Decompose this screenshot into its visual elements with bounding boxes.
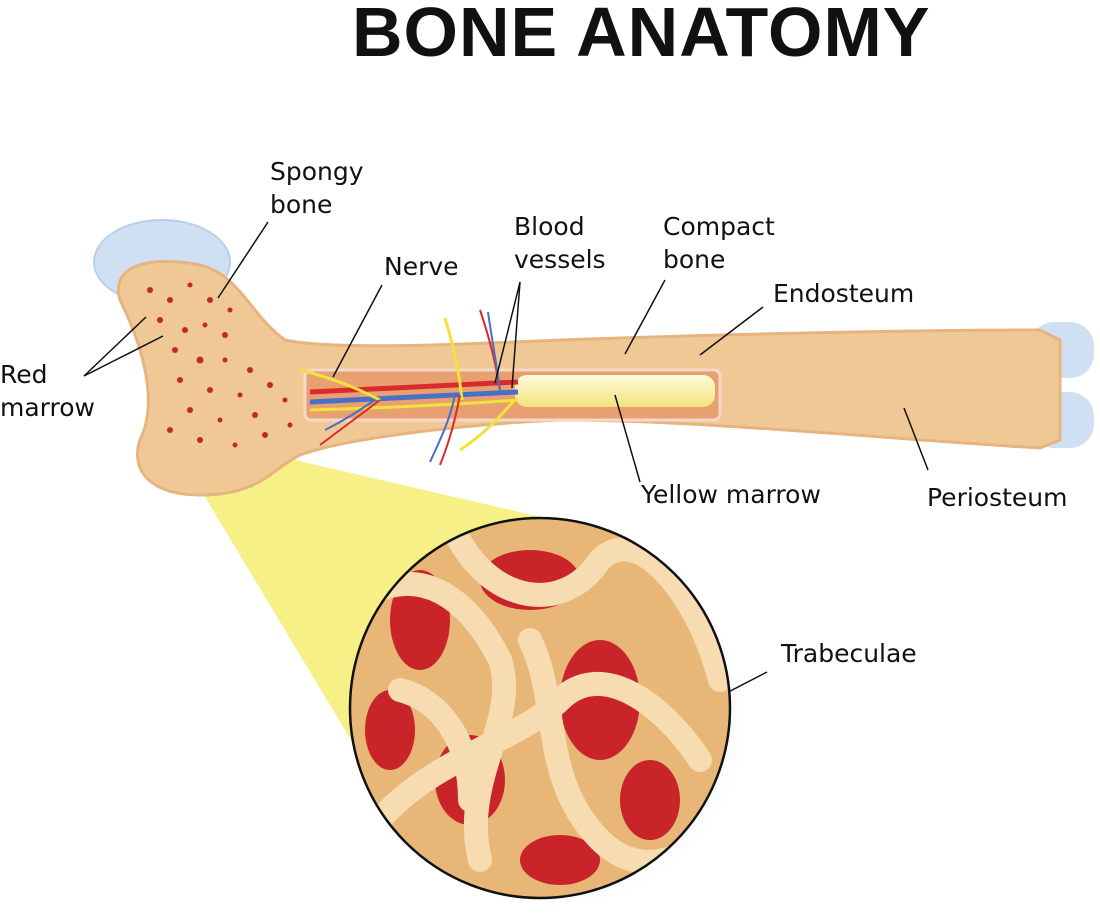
page-title: BONE ANATOMY bbox=[352, 0, 931, 71]
nerve bbox=[299, 317, 519, 452]
label-spongy-bone-line2: bone bbox=[270, 190, 333, 219]
label-red-marrow: Red marrow bbox=[0, 358, 95, 424]
red-marrow-dots bbox=[147, 282, 293, 448]
label-red-marrow-line2: marrow bbox=[0, 393, 95, 422]
label-nerve: Nerve bbox=[384, 252, 459, 281]
label-spongy-bone: Spongy bone bbox=[270, 155, 364, 221]
label-blood-vessels: Blood vessels bbox=[514, 210, 606, 276]
label-endosteum: Endosteum bbox=[773, 279, 915, 308]
label-blood-vessels-line2: vessels bbox=[514, 245, 606, 274]
label-periosteum: Periosteum bbox=[927, 483, 1068, 512]
label-trabeculae: Trabeculae bbox=[781, 639, 917, 668]
magnifier-beam bbox=[178, 438, 545, 780]
trabeculae-magnified bbox=[350, 518, 730, 898]
label-compact-bone: Compact bone bbox=[663, 210, 775, 276]
yellow-marrow-cylinder bbox=[515, 375, 715, 407]
label-blood-vessels-line1: Blood bbox=[514, 212, 585, 241]
label-compact-bone-line2: bone bbox=[663, 245, 726, 274]
label-red-marrow-line1: Red bbox=[0, 360, 48, 389]
blood-vessels bbox=[309, 379, 519, 405]
label-yellow-marrow: Yellow marrow bbox=[641, 480, 821, 509]
label-spongy-bone-line1: Spongy bbox=[270, 157, 364, 186]
label-compact-bone-line1: Compact bbox=[663, 212, 775, 241]
magnifier-circle bbox=[348, 516, 732, 900]
